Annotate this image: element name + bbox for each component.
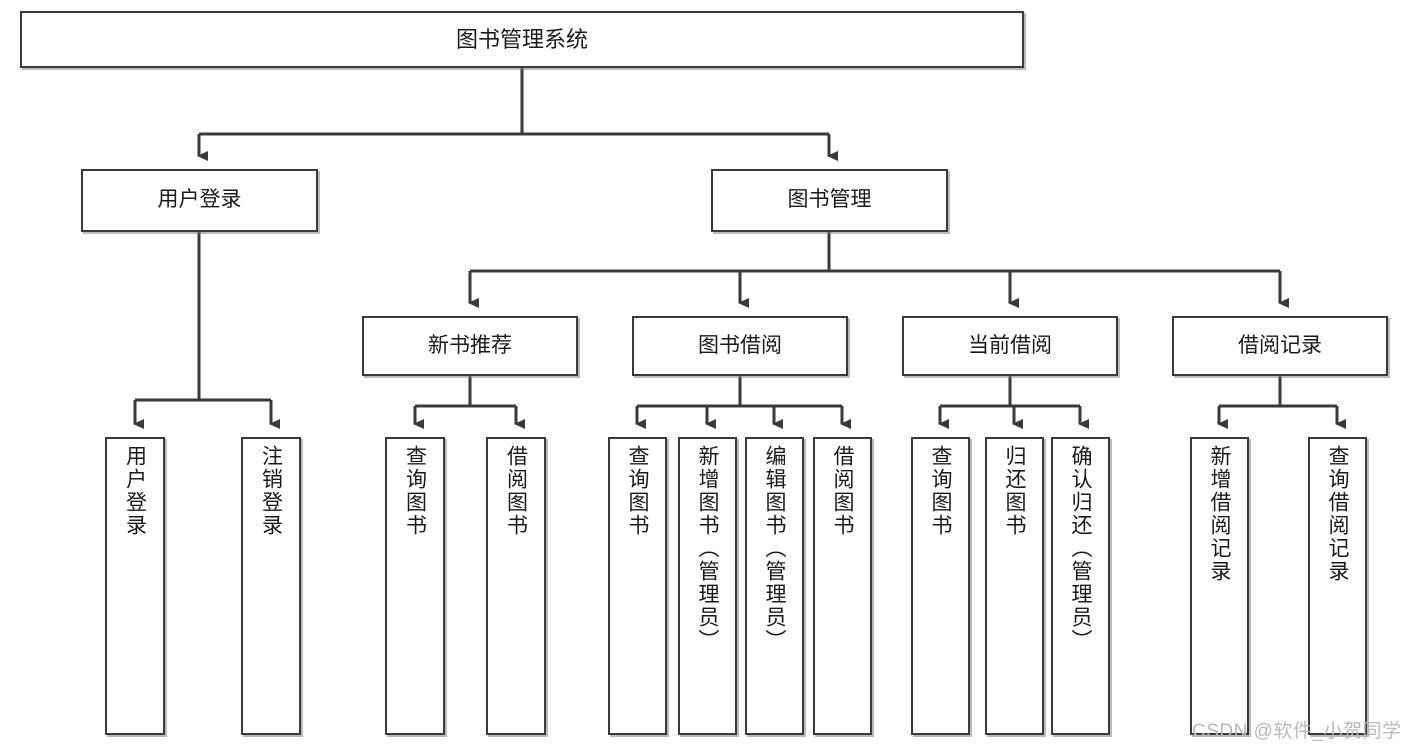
node-leaf-query-record-label: 查询借阅记录 bbox=[1326, 445, 1349, 583]
node-book-borrow[interactable]: 图书借阅 bbox=[632, 316, 848, 376]
node-leaf-query-book-1-label: 查询图书 bbox=[403, 445, 427, 537]
node-leaf-add-record[interactable]: 新增借阅记录 bbox=[1190, 437, 1249, 735]
node-leaf-query-record[interactable]: 查询借阅记录 bbox=[1308, 437, 1367, 735]
node-root[interactable]: 图书管理系统 bbox=[20, 11, 1024, 68]
node-leaf-add-record-label: 新增借阅记录 bbox=[1208, 445, 1231, 583]
node-leaf-confirm-return-label: 确认归还（管理员） bbox=[1069, 445, 1092, 652]
node-leaf-edit-book[interactable]: 编辑图书（管理员） bbox=[745, 437, 804, 735]
node-leaf-edit-book-label: 编辑图书（管理员） bbox=[763, 445, 786, 652]
node-leaf-borrow-book-1-label: 借阅图书 bbox=[504, 445, 528, 537]
node-user-login[interactable]: 用户登录 bbox=[81, 169, 318, 232]
node-leaf-return-book-label: 归还图书 bbox=[1003, 445, 1026, 537]
node-root-label: 图书管理系统 bbox=[455, 26, 588, 52]
node-book-manage-label: 图书管理 bbox=[787, 188, 872, 212]
node-leaf-user-login[interactable]: 用户登录 bbox=[105, 437, 165, 735]
node-leaf-borrow-book-1[interactable]: 借阅图书 bbox=[486, 437, 546, 735]
node-current-borrow[interactable]: 当前借阅 bbox=[902, 316, 1118, 376]
node-user-login-label: 用户登录 bbox=[157, 188, 242, 212]
node-borrow-record[interactable]: 借阅记录 bbox=[1172, 316, 1388, 376]
node-leaf-user-logout[interactable]: 注销登录 bbox=[241, 437, 301, 735]
node-book-borrow-label: 图书借阅 bbox=[698, 333, 782, 357]
node-book-manage[interactable]: 图书管理 bbox=[711, 169, 948, 232]
node-leaf-query-book-3[interactable]: 查询图书 bbox=[911, 437, 970, 735]
node-leaf-query-book-2[interactable]: 查询图书 bbox=[608, 437, 667, 735]
node-leaf-query-book-3-label: 查询图书 bbox=[929, 445, 952, 537]
node-leaf-return-book[interactable]: 归还图书 bbox=[985, 437, 1044, 735]
node-leaf-borrow-book-2-label: 借阅图书 bbox=[831, 445, 854, 537]
node-leaf-query-book-2-label: 查询图书 bbox=[626, 445, 649, 537]
node-leaf-add-book[interactable]: 新增图书（管理员） bbox=[678, 437, 737, 735]
node-new-book-recommend[interactable]: 新书推荐 bbox=[362, 316, 578, 376]
node-borrow-record-label: 借阅记录 bbox=[1238, 333, 1322, 357]
node-leaf-borrow-book-2[interactable]: 借阅图书 bbox=[813, 437, 872, 735]
node-new-book-recommend-label: 新书推荐 bbox=[428, 333, 512, 357]
node-leaf-add-book-label: 新增图书（管理员） bbox=[696, 445, 719, 652]
node-current-borrow-label: 当前借阅 bbox=[968, 333, 1052, 357]
node-leaf-user-login-label: 用户登录 bbox=[123, 445, 147, 537]
node-leaf-query-book-1[interactable]: 查询图书 bbox=[385, 437, 445, 735]
node-leaf-user-logout-label: 注销登录 bbox=[259, 445, 283, 537]
csdn-watermark: CSDN @软件_小贺同学 bbox=[1192, 721, 1402, 742]
node-leaf-confirm-return[interactable]: 确认归还（管理员） bbox=[1051, 437, 1110, 735]
